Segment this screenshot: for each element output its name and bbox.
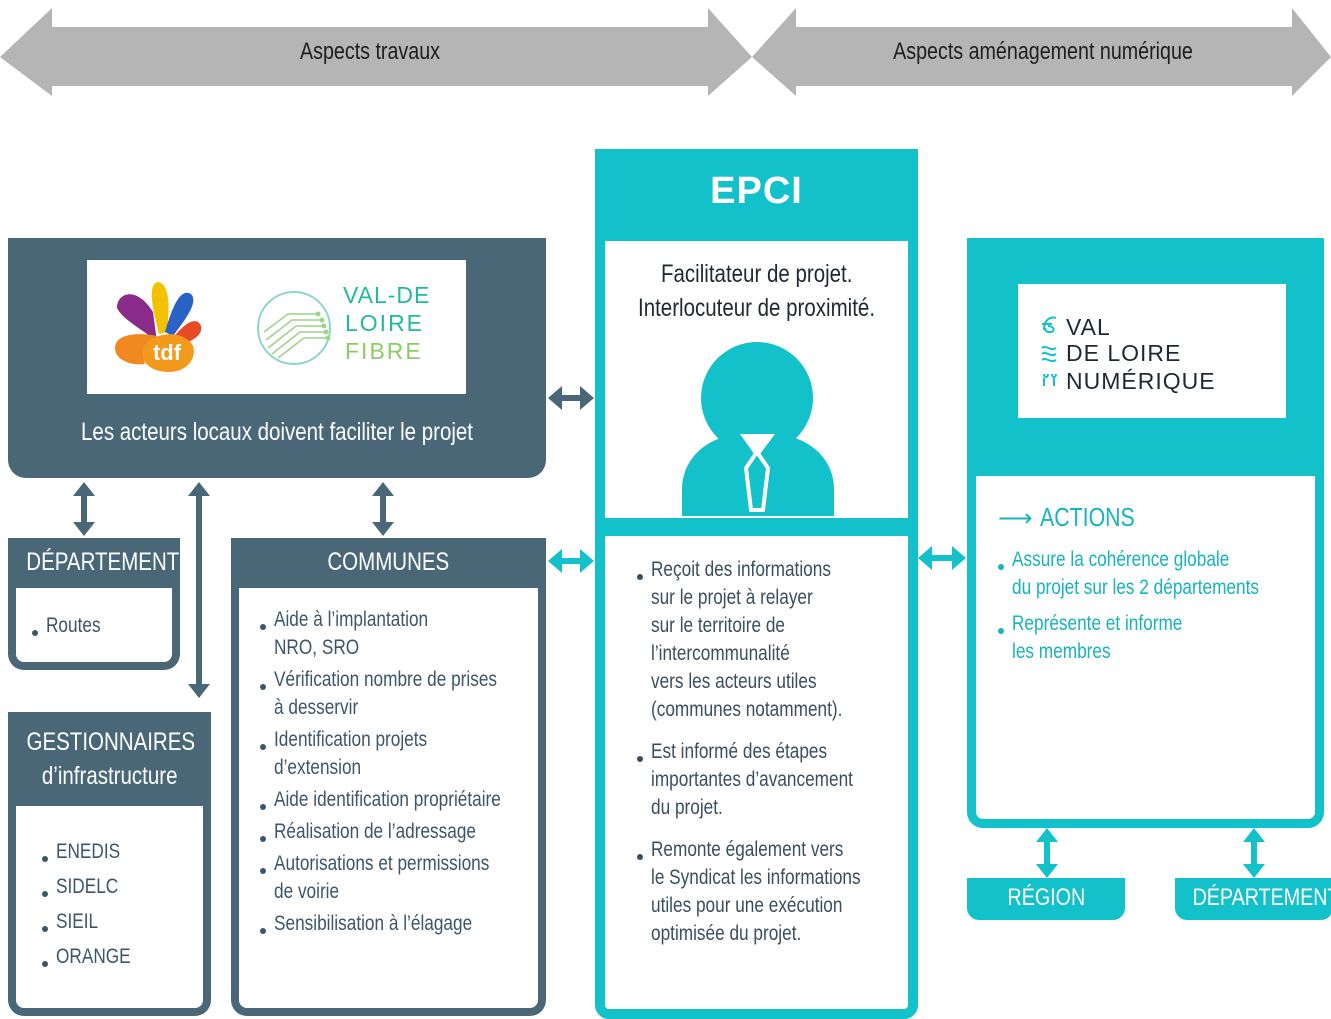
vdln-list: Assure la cohérence globale du projet su… [996, 546, 1313, 666]
list-item: Identification projets d’extension [258, 726, 551, 782]
val-de-loire-fibre-logo [257, 291, 331, 365]
region-label-text: RÉGION [1007, 884, 1085, 911]
list-item: Reçoit des informations sur le projet à … [635, 556, 907, 724]
list-item: Réalisation de l’adressage [258, 818, 551, 846]
epci-subtitle-line1: Facilitateur de projet. [605, 260, 908, 289]
list-item: Est informé des étapes importantes d’ava… [635, 738, 907, 822]
teal-arrows [548, 546, 1265, 878]
departements-left-title-text: DÉPARTEMENTS [26, 548, 193, 576]
tdf-logo: tdf [115, 282, 202, 372]
epci-subtitle-line2: Interlocuteur de proximité. [605, 294, 908, 323]
communes-list: Aide à l’implantation NRO, SRO Vérificat… [258, 606, 551, 938]
vdln-actions-label: ACTIONS [1039, 502, 1135, 532]
person-icon [682, 342, 834, 516]
epci-list: Reçoit des informations sur le projet à … [635, 556, 907, 948]
departements-right-label-text: DÉPARTEMENTS [1192, 884, 1331, 911]
gestionnaires-header-bg [8, 712, 211, 808]
vdln-logo-line1: VAL [1066, 314, 1111, 340]
departements-left-panel [8, 588, 180, 670]
partner-logos-box: tdf VAL-DE LOIRE FIBRE [87, 260, 466, 394]
region-label: RÉGION [967, 884, 1125, 912]
local-actors-caption: Les acteurs locaux doivent faciliter le … [8, 418, 546, 447]
vdlf-logo-text-2: LOIRE [345, 310, 425, 336]
communes-title: COMMUNES [231, 548, 546, 577]
communes-header-bg [231, 538, 546, 590]
region-box [967, 878, 1125, 920]
epci-subtitle-line1-text: Facilitateur de projet. [660, 260, 853, 288]
epci-header-bg [595, 149, 918, 241]
departements-left-list: Routes [30, 612, 113, 640]
vdln-actions-heading: ⟶ ACTIONS [998, 502, 1155, 533]
vdlf-logo-text-3: FIBRE [345, 338, 423, 364]
top-arrows [0, 8, 1331, 96]
communes-panel [231, 588, 546, 1016]
gestionnaires-panel [8, 806, 211, 1016]
arrow-right-icon: ⟶ [998, 505, 1033, 532]
list-item: Aide à l’implantation NRO, SRO [258, 606, 551, 662]
vdlf-logo-text-1: VAL-DE [343, 282, 431, 308]
local-actors-caption-text: Les acteurs locaux doivent faciliter le … [81, 418, 473, 446]
gestionnaires-list: ENEDIS SIDELC SIEIL ORANGE [40, 838, 147, 971]
departements-left-title: DÉPARTEMENTS [8, 548, 193, 577]
arrow-right-aspects-numerique [752, 8, 1331, 96]
epci-divider [595, 518, 918, 536]
vdln-logo-line3: NUMÉRIQUE [1066, 368, 1216, 394]
tdf-logo-text: tdf [153, 340, 182, 365]
list-item: Sensibilisation à l’élagage [258, 910, 551, 938]
list-item: ENEDIS [40, 838, 147, 866]
aspects-numerique-label: Aspects aménagement numérique [893, 38, 1193, 65]
gestionnaires-title-line2-text: d’infrastructure [41, 762, 178, 790]
vdln-logo-box: VAL DE LOIRE NUMÉRIQUE [1018, 284, 1286, 418]
departements-left-header-bg [8, 538, 180, 590]
list-item: Autorisations et permissions de voirie [258, 850, 551, 906]
slate-arrows [73, 386, 594, 698]
departements-right-label: DÉPARTEMENTS [1175, 884, 1331, 912]
aspects-travaux-label: Aspects travaux [299, 38, 441, 65]
list-item: ORANGE [40, 943, 147, 971]
gestionnaires-title-line1-text: GESTIONNAIRES [26, 728, 196, 756]
list-item: SIDELC [40, 873, 147, 901]
communes-title-text: COMMUNES [327, 548, 450, 576]
epci-subtitle-line2-text: Interlocuteur de proximité. [637, 294, 876, 322]
list-item: Représente et informe les membres [996, 610, 1313, 666]
list-item: Vérification nombre de prises à desservi… [258, 666, 551, 722]
gestionnaires-title-line1: GESTIONNAIRES [8, 728, 211, 757]
list-item: Remonte également vers le Syndicat les i… [635, 836, 907, 948]
vdln-logo-mark [1041, 316, 1057, 386]
list-item: SIEIL [40, 908, 147, 936]
departements-right-box [1175, 878, 1331, 920]
vdln-logo-line2: DE LOIRE [1066, 340, 1182, 366]
epci-title: EPCI [710, 170, 803, 212]
list-item: Assure la cohérence globale du projet su… [996, 546, 1313, 602]
gestionnaires-title-line2: d’infrastructure [8, 762, 211, 791]
list-item: Routes [30, 612, 113, 640]
list-item: Aide identification propriétaire [258, 786, 551, 814]
arrow-left-aspects-travaux [0, 8, 752, 96]
